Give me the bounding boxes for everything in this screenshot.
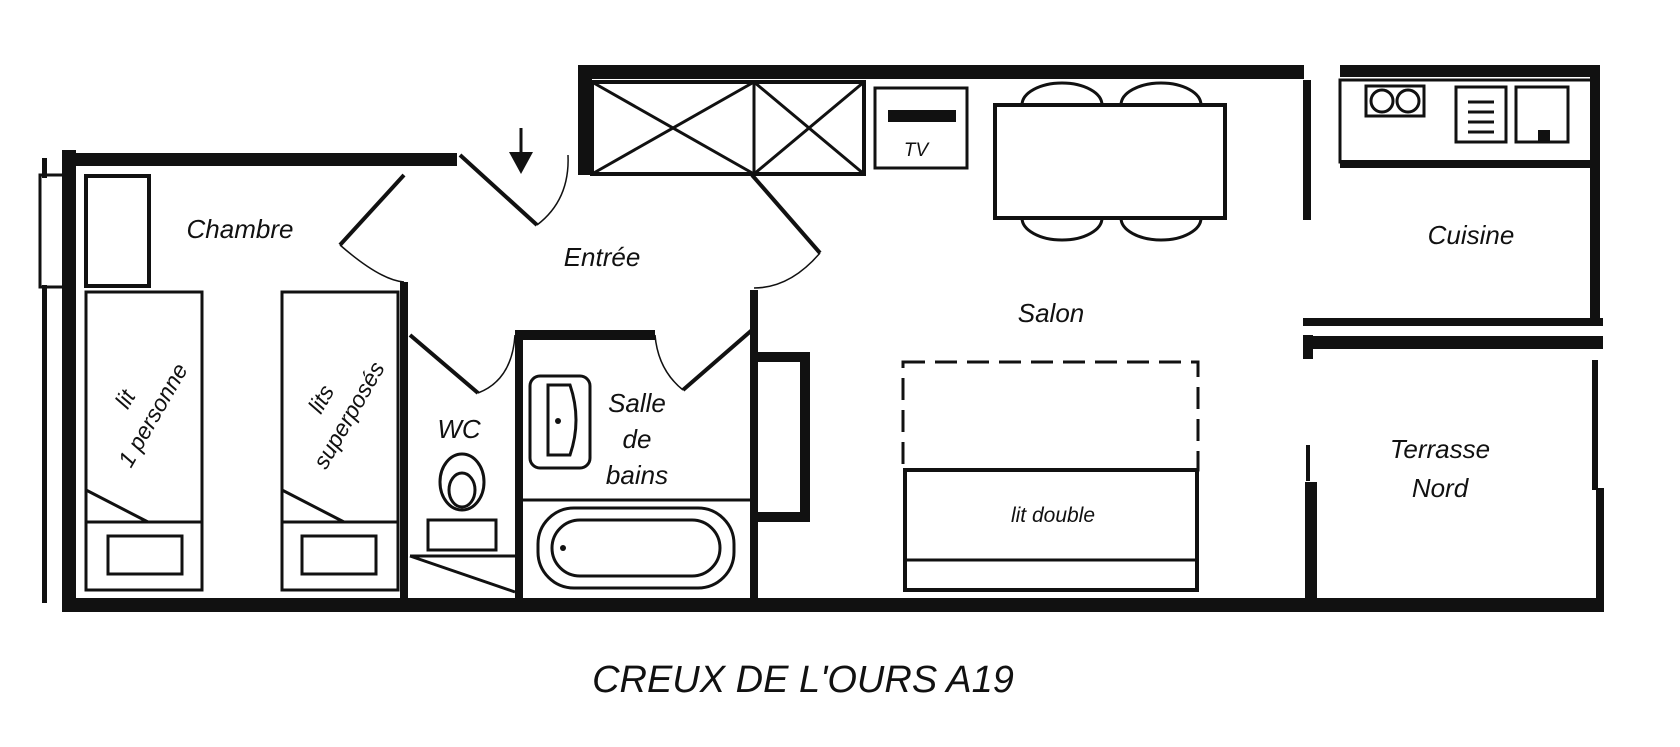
single-bed <box>84 290 204 592</box>
room-label-terrasse-line2: Nord <box>1412 473 1470 503</box>
dining-table <box>993 81 1227 242</box>
bed-label-line1: lit <box>110 384 142 413</box>
room-label-salle-line3: bains <box>606 460 668 490</box>
room-label-salle-line2: de <box>623 424 652 454</box>
toilet <box>409 452 516 594</box>
room-label-entree: Entrée <box>564 242 641 272</box>
room-label-salle-line1: Salle <box>608 388 666 418</box>
room-label-cuisine: Cuisine <box>1428 220 1515 250</box>
double-bed <box>901 360 1200 592</box>
doors <box>338 153 1310 481</box>
room-label-salon: Salon <box>1018 298 1085 328</box>
double-bed-label: lit double <box>1011 504 1095 527</box>
room-label-chambre: Chambre <box>187 214 294 244</box>
bathroom-fixtures <box>523 374 750 590</box>
bunk-beds <box>280 290 400 592</box>
tv-label: TV <box>904 140 931 161</box>
entry-arrow-icon <box>509 128 533 174</box>
room-label-wc: WC <box>437 414 481 444</box>
wardrobe <box>84 174 151 288</box>
walls <box>38 65 1604 612</box>
bed-label-line2: 1 personne <box>113 359 193 472</box>
room-label-terrasse-line1: Terrasse <box>1390 434 1490 464</box>
plan-title: CREUX DE L'OURS A19 <box>592 659 1014 701</box>
cabinets <box>590 80 866 176</box>
tv-unit: TV <box>873 86 969 170</box>
kitchen-counter <box>1338 78 1598 164</box>
bunk-label-line1: lits <box>303 380 340 418</box>
